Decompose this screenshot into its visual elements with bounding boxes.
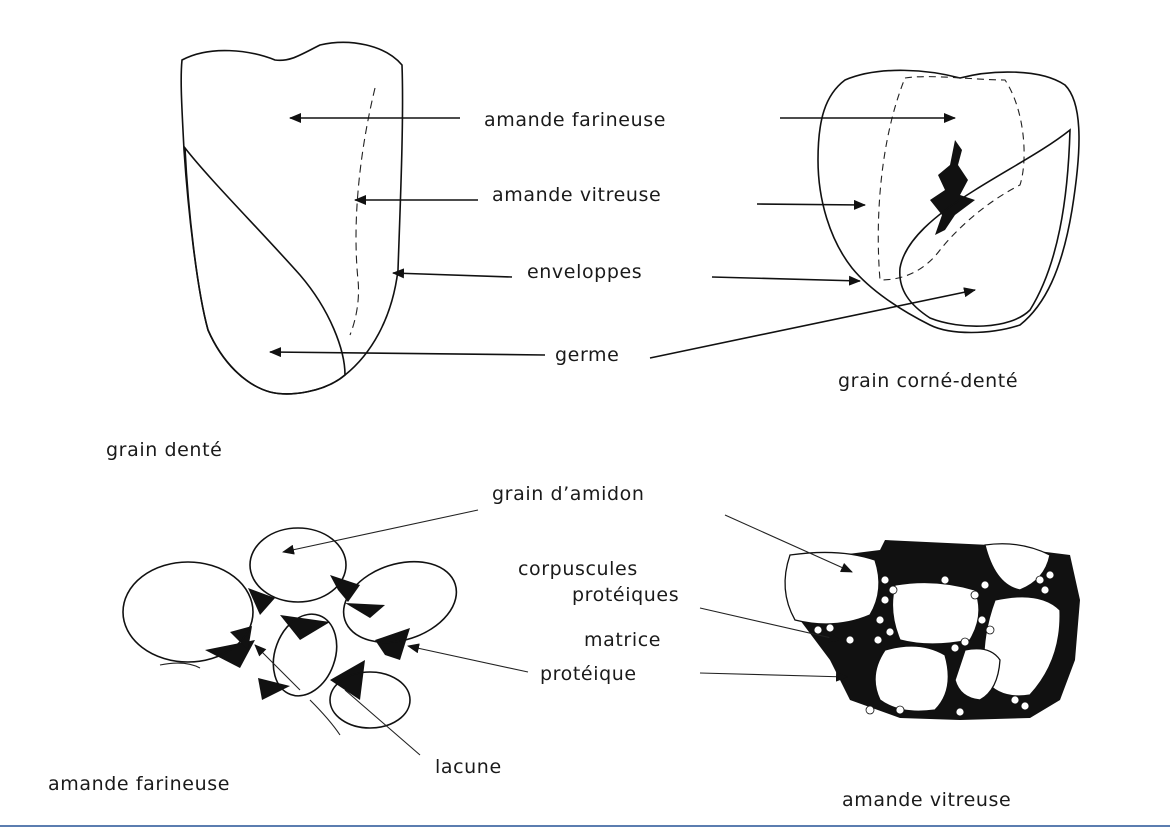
arrow-germe-left bbox=[270, 352, 545, 355]
fracture-right bbox=[930, 140, 975, 235]
starch-grain bbox=[123, 562, 253, 662]
vitreous-boundary-left bbox=[350, 88, 375, 335]
arrow-amidon-left bbox=[283, 510, 478, 552]
label-bottom-amande-farineuse: amande farineuse bbox=[48, 773, 230, 795]
starch-cell bbox=[892, 582, 979, 644]
grain-dente-kernel bbox=[181, 42, 402, 393]
label-grain-dente: grain denté bbox=[106, 439, 222, 461]
starch-grain bbox=[330, 672, 410, 728]
lacune-line bbox=[160, 663, 200, 668]
farineuse-microstructure bbox=[123, 528, 467, 735]
label-grain-corne-dente: grain corné-denté bbox=[838, 370, 1018, 392]
label-corpuscules-line2: protéiques bbox=[572, 584, 679, 606]
label-lacune: lacune bbox=[435, 756, 502, 778]
label-matrice-line1: matrice bbox=[584, 629, 661, 651]
arrow-lacune-b bbox=[345, 690, 420, 755]
label-corpuscules-line1: corpuscules bbox=[518, 558, 638, 580]
label-grain-amidon: grain d’amidon bbox=[492, 483, 645, 505]
label-amande-vitreuse: amande vitreuse bbox=[492, 184, 661, 206]
kernel-outline-left bbox=[181, 42, 402, 393]
label-matrice-line2: protéique bbox=[540, 663, 637, 685]
starch-grain bbox=[250, 528, 346, 602]
arrow-matrice-left bbox=[408, 646, 528, 672]
starch-matrix-left bbox=[205, 575, 410, 700]
label-enveloppes: enveloppes bbox=[527, 261, 642, 283]
arrow-vitreuse-right bbox=[757, 204, 865, 205]
starch-cell bbox=[875, 646, 948, 711]
label-bottom-amande-vitreuse: amande vitreuse bbox=[842, 789, 1011, 811]
arrow-matrice-right bbox=[700, 673, 847, 677]
label-amande-farineuse: amande farineuse bbox=[484, 109, 666, 131]
label-germe: germe bbox=[555, 344, 619, 366]
grain-corne-dente-kernel bbox=[818, 70, 1079, 332]
germ-left bbox=[185, 148, 345, 394]
arrow-enveloppes-left bbox=[393, 273, 512, 277]
arrow-enveloppes-right bbox=[712, 277, 860, 281]
vitreuse-microstructure bbox=[785, 540, 1080, 720]
lacune-line bbox=[310, 700, 340, 735]
